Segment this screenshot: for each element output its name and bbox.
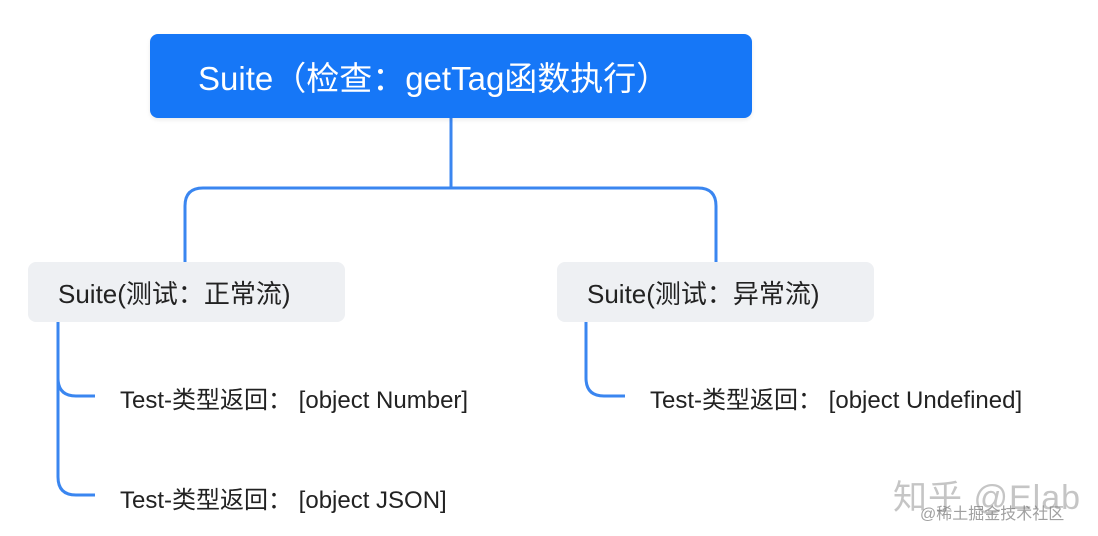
root-suite-node[interactable]: Suite（检查：getTag函数执行） (150, 34, 752, 118)
test-label: Test-类型返回： [object Undefined] (650, 386, 1023, 414)
suite-label: Suite(测试：正常流) (58, 278, 291, 309)
suite-left-to-test-1-connector (56, 322, 95, 398)
test-label: Test-类型返回： [object Number] (120, 386, 469, 414)
suite-left-to-test-2-connector (56, 378, 95, 497)
test-node-number[interactable]: Test-类型返回： [object Number] (120, 380, 468, 414)
suite-right-to-test-1-connector (584, 322, 625, 398)
suite-node-exception-flow[interactable]: Suite(测试：异常流) (557, 262, 874, 322)
juejin-watermark: @稀土掘金技术社区 (920, 506, 1065, 523)
suite-node-normal-flow[interactable]: Suite(测试：正常流) (28, 262, 345, 322)
test-node-json[interactable]: Test-类型返回： [object JSON] (120, 480, 447, 514)
zhihu-watermark: 知乎 @Elab (893, 479, 1082, 517)
root-suite-label: Suite（检查：getTag函数执行） (198, 60, 670, 97)
suite-label: Suite(测试：异常流) (587, 278, 820, 309)
test-label: Test-类型返回： [object JSON] (120, 486, 447, 514)
root-to-suites-connector (183, 118, 718, 262)
test-node-undefined[interactable]: Test-类型返回： [object Undefined] (650, 380, 1022, 414)
